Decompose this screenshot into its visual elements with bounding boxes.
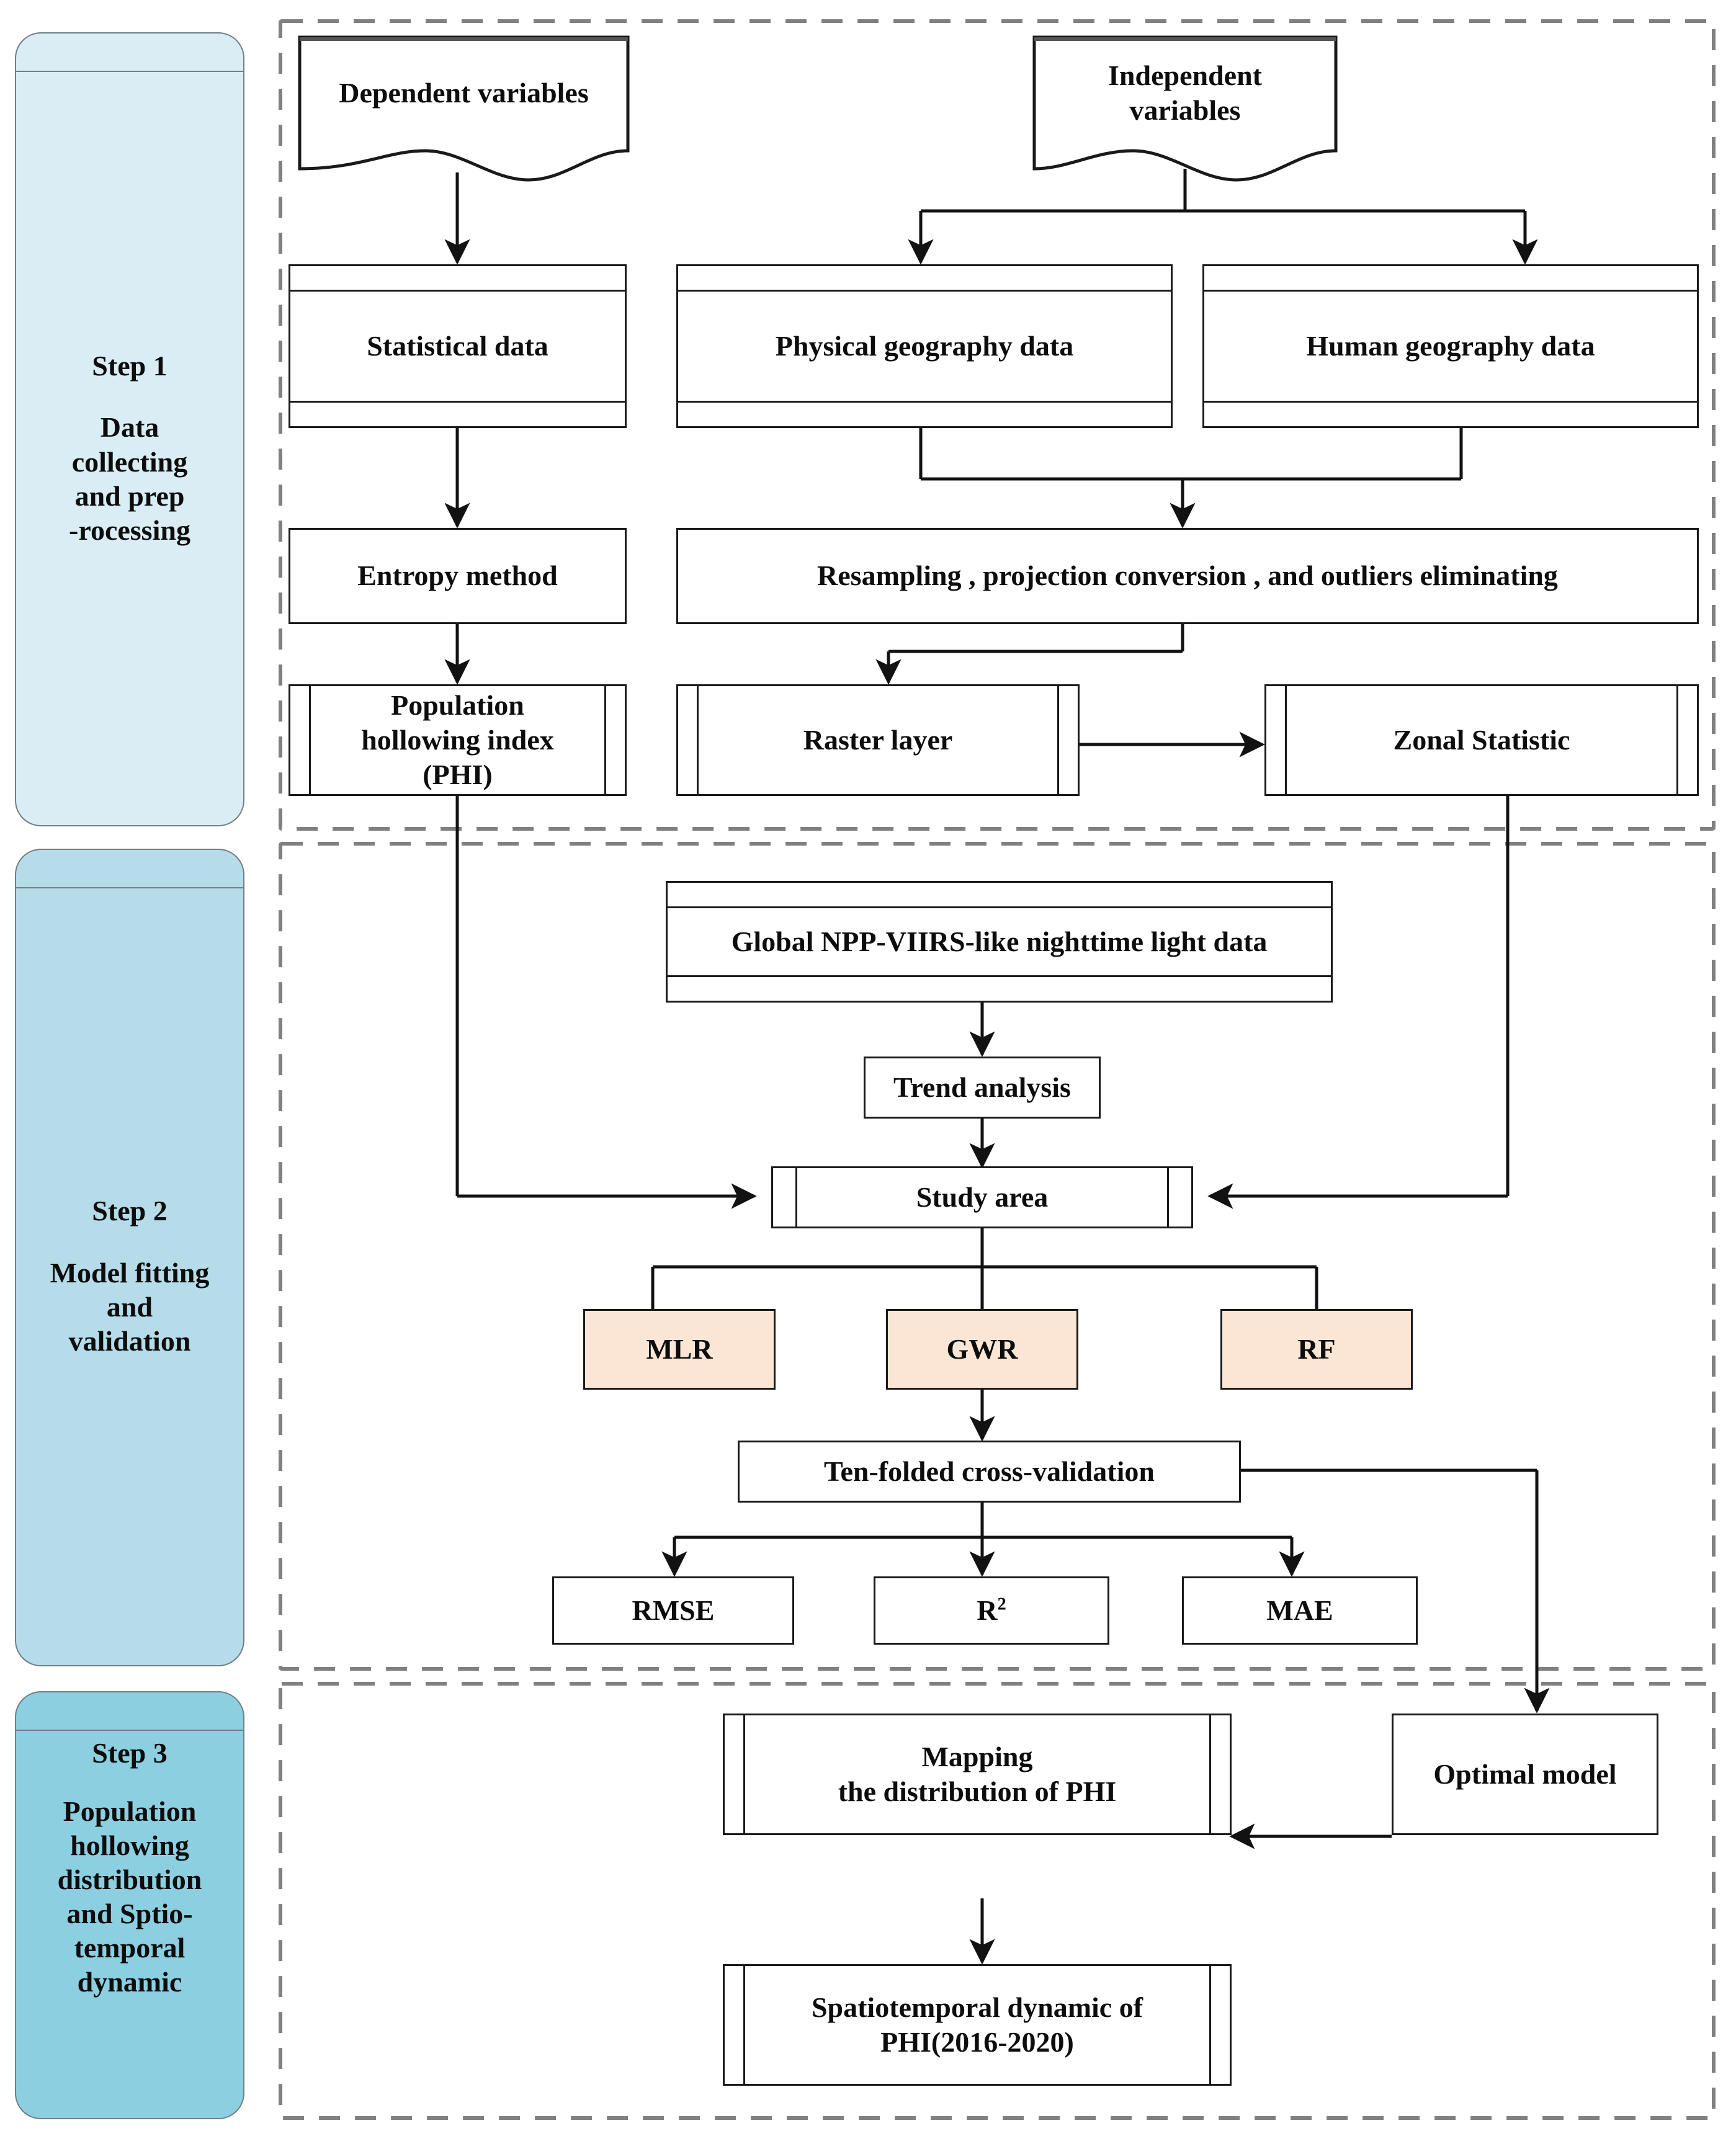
node-dependent-variables[interactable]: Dependent variables [300,37,628,149]
node-cross-validation[interactable]: Ten-folded cross-validation [738,1441,1241,1503]
step-panel-2-cap [16,850,243,888]
node-cross-validation-label: Ten-folded cross-validation [824,1455,1155,1487]
node-mlr[interactable]: MLR [583,1309,776,1390]
predefined-process-right-bar [1676,684,1678,796]
node-trend-analysis[interactable]: Trend analysis [864,1057,1101,1119]
node-entropy-method-label: Entropy method [357,560,558,592]
node-spatiotemporal-dynamic-label: Spatiotemporal dynamic of PHI(2016-2020) [811,1991,1143,2058]
step-panel-1: Step 1 Data collecting and prep -rocessi… [15,32,244,826]
predefined-process-right-bar [1057,684,1059,796]
node-entropy-method[interactable]: Entropy method [289,528,627,624]
step-panel-1-cap [16,34,243,72]
step-2-number: Step 2 [92,1195,168,1227]
node-independent-variables-label: Independent variables [1108,59,1262,126]
node-optimal-model-label: Optimal model [1433,1758,1617,1790]
node-statistical-data-label: Statistical data [367,329,548,362]
node-rmse-label: RMSE [632,1594,715,1626]
node-mapping-phi-label: Mapping the distribution of PHI [838,1740,1117,1807]
node-rf[interactable]: RF [1220,1309,1413,1390]
node-rmse[interactable]: RMSE [552,1576,794,1645]
step-panel-3-cap [16,1692,243,1731]
node-study-area-label: Study area [916,1181,1049,1213]
step-panel-2: Step 2 Model fitting and validation [15,849,244,1666]
node-study-area[interactable]: Study area [771,1166,1193,1228]
predefined-process-right-bar [1167,1166,1169,1228]
step-3-number: Step 3 [92,1737,168,1769]
node-gwr[interactable]: GWR [886,1309,1078,1390]
predefined-process-left-bar [1285,684,1287,796]
node-population-hollowing-index[interactable]: Population hollowing index (PHI) [289,684,627,796]
node-nightlight-data[interactable]: Global NPP-VIIRS-like nighttime light da… [666,881,1333,1003]
step-1-description: Data collecting and prep -rocessing [69,411,190,546]
node-trend-analysis-label: Trend analysis [893,1071,1071,1103]
node-resampling[interactable]: Resampling , projection conversion , and… [676,528,1699,624]
node-optimal-model[interactable]: Optimal model [1392,1714,1658,1835]
node-mae-label: MAE [1266,1594,1333,1626]
node-physical-geography-data[interactable]: Physical geography data [676,264,1173,428]
predefined-process-right-bar [604,684,606,796]
predefined-process-left-bar [795,1166,797,1228]
node-resampling-label: Resampling , projection conversion , and… [817,560,1558,592]
node-zonal-statistic[interactable]: Zonal Statistic [1264,684,1699,796]
node-r-squared[interactable]: R2 [874,1576,1109,1645]
predefined-process-left-bar [743,1714,745,1835]
group-frame-step2 [279,842,1716,1671]
step-2-description: Model fitting and validation [50,1256,210,1357]
predefined-process-left-bar [309,684,311,796]
node-population-hollowing-index-label: Population hollowing index (PHI) [361,689,554,791]
node-mlr-label: MLR [646,1333,713,1365]
node-human-geography-data-label: Human geography data [1306,329,1595,362]
node-independent-variables[interactable]: Independent variables [1034,37,1336,149]
node-nightlight-data-label: Global NPP-VIIRS-like nighttime light da… [731,925,1268,957]
node-raster-layer-label: Raster layer [803,723,953,756]
step-panel-3: Step 3 Population hollowing distribution… [15,1691,244,2119]
step-1-number: Step 1 [92,349,168,382]
predefined-process-left-bar [697,684,699,796]
node-statistical-data[interactable]: Statistical data [289,264,627,428]
step-3-description: Population hollowing distribution and Sp… [57,1795,202,1998]
node-r-squared-label: R2 [977,1594,1006,1626]
document-shape-dependent-variables [298,35,630,182]
document-shape-independent-variables [1032,35,1338,182]
node-mapping-phi[interactable]: Mapping the distribution of PHI [723,1714,1232,1835]
node-human-geography-data[interactable]: Human geography data [1202,264,1699,428]
predefined-process-right-bar [1209,1714,1211,1835]
predefined-process-left-bar [743,1964,745,2086]
node-physical-geography-data-label: Physical geography data [775,329,1074,362]
node-r-squared-exponent: 2 [997,1594,1006,1614]
node-dependent-variables-label: Dependent variables [339,76,589,109]
node-rf-label: RF [1297,1333,1336,1365]
node-gwr-label: GWR [946,1333,1018,1365]
node-zonal-statistic-label: Zonal Statistic [1393,723,1570,756]
node-mae[interactable]: MAE [1182,1576,1418,1645]
group-frame-step1 [279,19,1716,831]
node-spatiotemporal-dynamic[interactable]: Spatiotemporal dynamic of PHI(2016-2020) [723,1964,1232,2086]
predefined-process-right-bar [1209,1964,1211,2086]
node-raster-layer[interactable]: Raster layer [676,684,1080,796]
